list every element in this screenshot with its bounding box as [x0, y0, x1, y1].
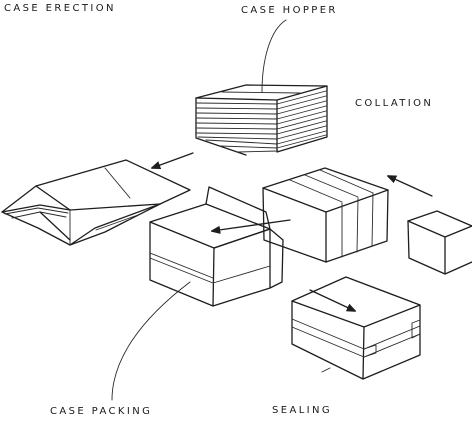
case-packing-box	[149, 186, 284, 307]
case-packing-leader	[111, 281, 191, 401]
flow-arrow-into-collation	[388, 176, 433, 197]
collation-block	[262, 167, 389, 263]
label-case-erection: CASE ERECTION	[4, 3, 116, 14]
flow-arrow-collation-to-packing	[212, 219, 291, 231]
case-hopper-leader	[261, 19, 287, 93]
label-collation: COLLATION	[355, 98, 433, 109]
label-sealing: SEALING	[272, 405, 332, 416]
flow-arrow-hopper-to-erection	[152, 152, 194, 168]
incoming-product	[407, 210, 472, 275]
sealing-leader	[321, 367, 331, 373]
flow-arrow-packing-to-sealing	[309, 289, 355, 311]
case-erection-blank	[1, 159, 191, 246]
case-hopper-stack	[195, 84, 328, 156]
label-case-hopper: CASE HOPPER	[241, 5, 338, 16]
label-case-packing: CASE PACKING	[50, 406, 152, 417]
sealing-box	[291, 276, 421, 380]
